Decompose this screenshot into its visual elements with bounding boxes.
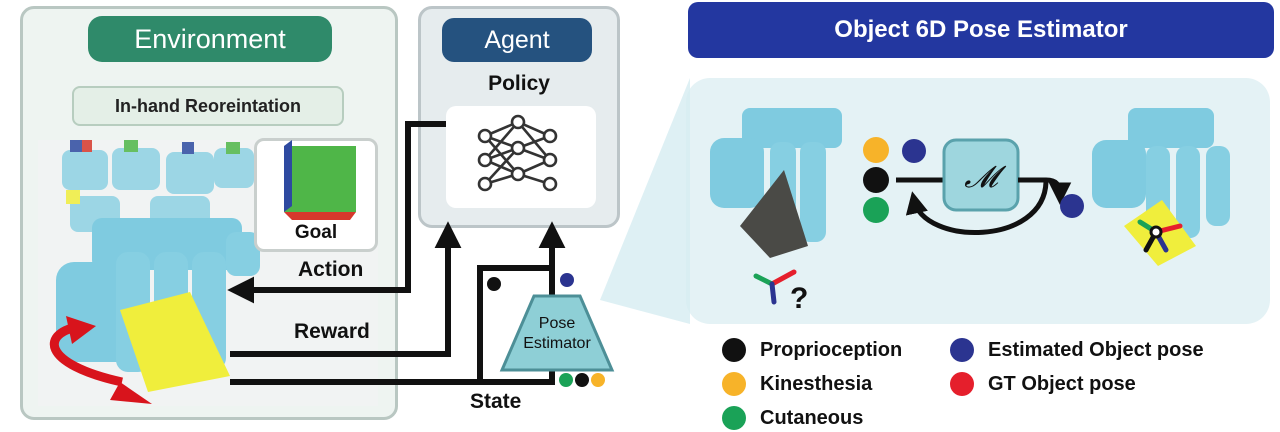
legend-item-proprioception: Proprioception — [722, 338, 902, 362]
pose-estimator-label-line2: Estimator — [523, 335, 591, 352]
legend-label: Kinesthesia — [760, 372, 873, 395]
legend-label: GT Object pose — [988, 372, 1136, 395]
legend-label: Proprioception — [760, 338, 903, 361]
proprioception-dot — [487, 277, 501, 291]
legend-item-cutaneous: Cutaneous — [722, 406, 863, 430]
kinesthesia-dot — [591, 373, 605, 387]
estimated-pose-dot — [902, 139, 926, 163]
legend-label: Estimated Object pose — [988, 338, 1204, 361]
state-label: State — [470, 390, 522, 413]
pose-estimator-label-line1: Pose — [539, 315, 576, 332]
environment-title: Environment — [88, 16, 332, 62]
legend-dot — [722, 406, 746, 430]
neural-network-icon — [477, 114, 558, 192]
legend-dot — [950, 338, 974, 362]
legend-dot — [950, 372, 974, 396]
proprioception-dot — [863, 167, 889, 193]
estimator-title: Object 6D Pose Estimator — [688, 2, 1274, 58]
cutaneous-dot — [559, 373, 573, 387]
robot-hand-icon — [166, 142, 214, 194]
action-arrow — [227, 121, 446, 304]
unknown-pose-mark: ? — [790, 282, 808, 315]
estimated-pose-dot — [1060, 194, 1084, 218]
estimated-pose-dot — [560, 273, 574, 287]
pose-estimator-box — [499, 294, 615, 372]
pose-axes-icon — [1137, 219, 1183, 253]
goal-cube-icon — [284, 140, 356, 220]
legend-item-estimated-pose: Estimated Object pose — [950, 338, 1204, 362]
legend-label: Cutaneous — [760, 406, 864, 429]
legend-dot — [722, 372, 746, 396]
legend-item-gt-pose: GT Object pose — [950, 372, 1136, 396]
reward-arrow — [230, 221, 462, 357]
occluded-object — [740, 170, 808, 258]
agent-title: Agent — [442, 18, 592, 62]
robot-hand-icon — [214, 142, 254, 188]
callout-cone — [600, 78, 690, 324]
action-label: Action — [298, 258, 364, 281]
policy-label: Policy — [488, 72, 550, 95]
model-box — [942, 138, 1020, 212]
legend-item-kinesthesia: Kinesthesia — [722, 372, 872, 396]
task-label: In-hand Reoreintation — [72, 86, 344, 126]
legend-dot — [722, 338, 746, 362]
pose-axes-icon — [753, 269, 797, 305]
reward-label: Reward — [294, 320, 370, 343]
state-arrow — [477, 221, 566, 380]
legend: Proprioception Kinesthesia Cutaneous Est… — [722, 336, 1262, 432]
output-arrow — [1018, 177, 1072, 205]
proprioception-dot — [575, 373, 589, 387]
recurrent-loop-arrow — [905, 181, 1049, 235]
robot-hand-icon — [112, 140, 160, 190]
kinesthesia-dot — [863, 137, 889, 163]
state-line — [230, 370, 555, 385]
goal-label: Goal — [294, 222, 338, 243]
robot-hand-icon — [62, 140, 108, 190]
yellow-cube-icon — [120, 292, 230, 392]
cutaneous-dot — [863, 197, 889, 223]
